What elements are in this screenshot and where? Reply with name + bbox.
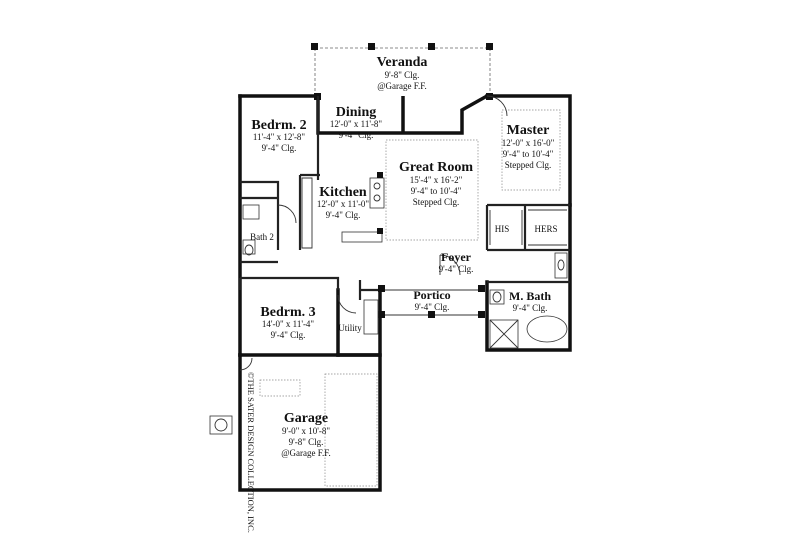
svg-text:Stepped Clg.: Stepped Clg. [413, 197, 460, 207]
label-mbath: M. Bath 9'-4" Clg. [509, 289, 551, 313]
room-name-dining: Dining [336, 105, 376, 120]
label-great-room: Great Room 15'-4" x 16'-2" 9'-4" to 10'-… [399, 160, 473, 207]
room-name-kitchen: Kitchen [319, 185, 367, 200]
great-room-ceiling-outline [385, 139, 479, 241]
portico-post [478, 311, 485, 318]
portico-area [378, 285, 485, 318]
svg-text:9'-4" Clg.: 9'-4" Clg. [513, 303, 548, 313]
room-name-portico: Portico [413, 288, 450, 302]
label-kitchen: Kitchen 12'-0" x 11'-0" 9'-4" Clg. [317, 185, 370, 220]
mechanical-unit [209, 415, 233, 435]
veranda-area [311, 43, 493, 96]
room-name-master: Master [507, 123, 550, 138]
portico-post [378, 311, 385, 318]
svg-text:9'-8" Clg.: 9'-8" Clg. [289, 437, 324, 447]
copyright-text: ©THE SATER DESIGN COLLECTION, INC. [246, 372, 256, 533]
room-name-his: HIS [495, 224, 510, 234]
room-name-bath2: Bath 2 [250, 232, 274, 242]
exterior-walls [238, 93, 572, 492]
label-dining: Dining 12'-0" x 11'-8" 9'-4" Clg. [330, 105, 383, 140]
room-name-foyer: Foyer [441, 250, 472, 264]
svg-text:@Garage F.F.: @Garage F.F. [281, 448, 331, 458]
svg-text:14'-0" x 11'-4": 14'-0" x 11'-4" [262, 319, 315, 329]
label-garage: Garage 9'-0" x 10'-8" 9'-8" Clg. @Garage… [281, 411, 331, 458]
svg-text:12'-0" x 11'-0": 12'-0" x 11'-0" [317, 199, 370, 209]
svg-text:9'-4" Clg.: 9'-4" Clg. [415, 302, 450, 312]
veranda-post [311, 43, 318, 50]
label-portico: Portico 9'-4" Clg. [413, 288, 450, 312]
room-name-hers: HERS [534, 224, 557, 234]
svg-text:Stepped Clg.: Stepped Clg. [505, 160, 552, 170]
fixtures [209, 172, 568, 435]
doors [239, 95, 508, 371]
svg-text:9'-4" Clg.: 9'-4" Clg. [326, 210, 361, 220]
svg-text:9'-0" x 10'-8": 9'-0" x 10'-8" [282, 426, 330, 436]
label-bedrm2: Bedrm. 2 11'-4" x 12'-8" 9'-4" Clg. [251, 118, 306, 153]
svg-text:11'-4" x 12'-8": 11'-4" x 12'-8" [253, 132, 306, 142]
svg-text:9'-4" Clg.: 9'-4" Clg. [439, 264, 474, 274]
svg-text:9'-8" Clg.: 9'-8" Clg. [385, 70, 420, 80]
room-name-veranda: Veranda [377, 55, 428, 70]
label-master: Master 12'-0" x 16'-0" 9'-4" to 10'-4" S… [502, 123, 555, 170]
portico-post [378, 285, 385, 292]
veranda-post [368, 43, 375, 50]
veranda-post [428, 43, 435, 50]
garage-overhead-outline [324, 373, 378, 487]
svg-text:9'-4" to 10'-4": 9'-4" to 10'-4" [411, 186, 462, 196]
svg-text:9'-4" to 10'-4": 9'-4" to 10'-4" [503, 149, 554, 159]
label-foyer: Foyer 9'-4" Clg. [439, 250, 474, 274]
svg-text:@Garage F.F.: @Garage F.F. [377, 81, 427, 91]
svg-text:9'-4" Clg.: 9'-4" Clg. [339, 130, 374, 140]
svg-text:15'-4" x 16'-2": 15'-4" x 16'-2" [410, 175, 463, 185]
interior-walls [238, 96, 570, 300]
svg-text:12'-0" x 11'-8": 12'-0" x 11'-8" [330, 119, 383, 129]
room-name-garage: Garage [284, 411, 328, 426]
room-name-utility: Utility [338, 323, 362, 333]
room-name-mbath: M. Bath [509, 289, 551, 303]
svg-text:12'-0" x 16'-0": 12'-0" x 16'-0" [502, 138, 555, 148]
room-name-bedrm3: Bedrm. 3 [260, 305, 315, 320]
room-name-great-room: Great Room [399, 160, 473, 175]
svg-text:9'-4" Clg.: 9'-4" Clg. [271, 330, 306, 340]
portico-post [478, 285, 485, 292]
veranda-post [486, 43, 493, 50]
svg-text:9'-4" Clg.: 9'-4" Clg. [262, 143, 297, 153]
portico-post [428, 311, 435, 318]
label-bedrm3: Bedrm. 3 14'-0" x 11'-4" 9'-4" Clg. [260, 305, 315, 340]
label-veranda: Veranda 9'-8" Clg. @Garage F.F. [377, 55, 428, 91]
room-name-bedrm2: Bedrm. 2 [251, 118, 306, 133]
